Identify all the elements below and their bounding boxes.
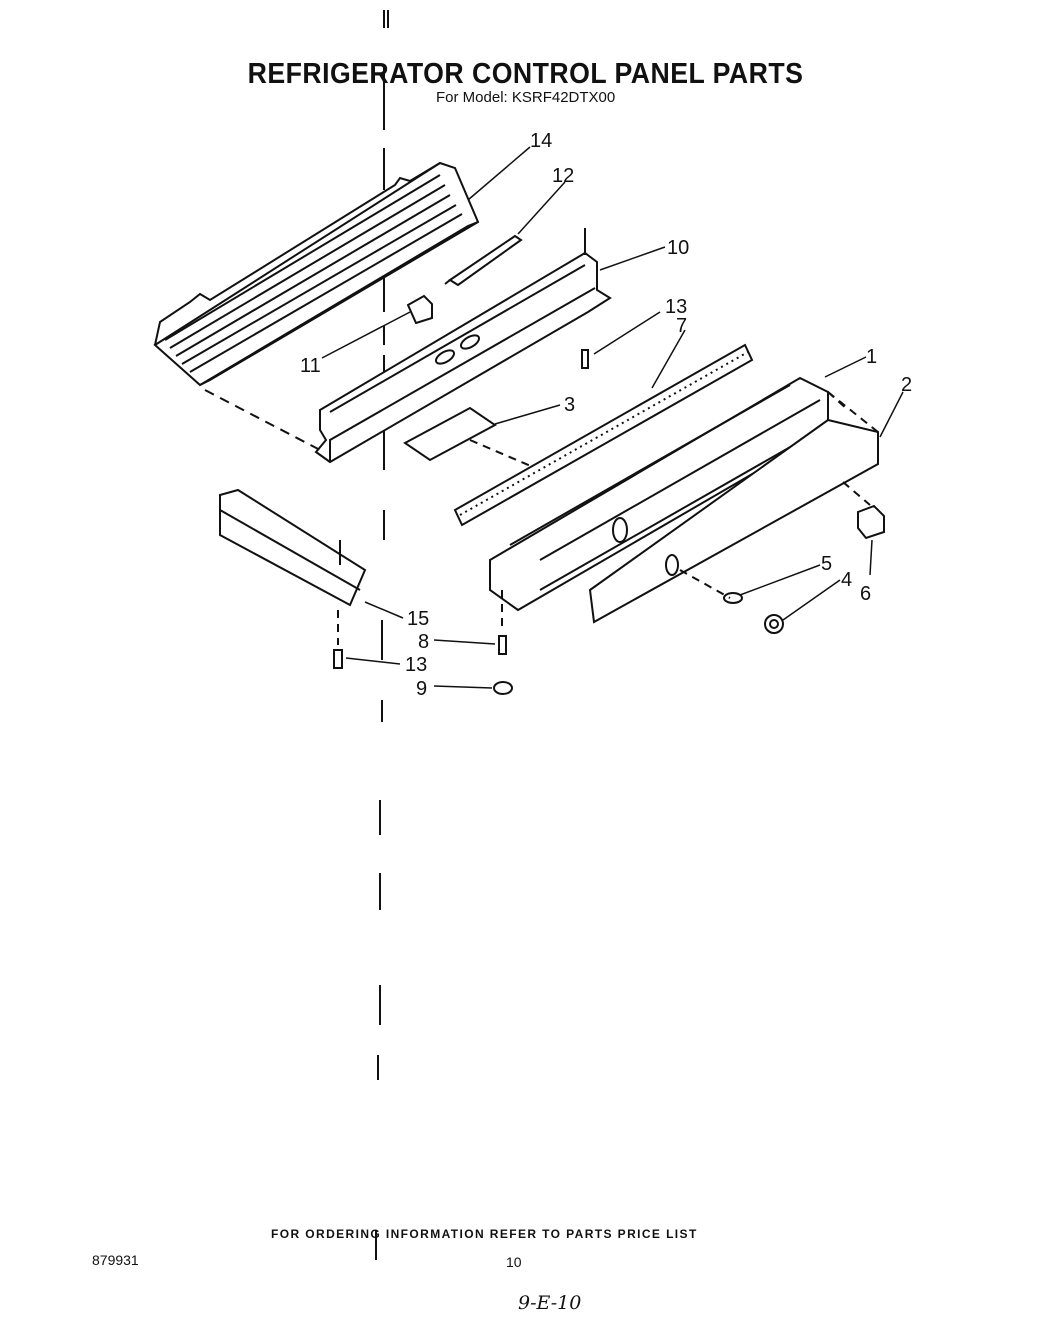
model-label: For Model: KSRF42DTX00 — [436, 89, 616, 106]
part-4-knob — [764, 614, 784, 634]
part-13-screw-lower — [333, 649, 343, 669]
page-number: 10 — [506, 1254, 522, 1270]
callout-1: 1 — [866, 346, 877, 368]
part-3-plate — [403, 406, 541, 471]
callout-2: 2 — [901, 374, 912, 396]
part-2-face — [588, 391, 879, 624]
part-14-top-trim — [153, 161, 480, 387]
part-15-lower-trim — [219, 488, 367, 607]
part-10-bracket — [314, 228, 612, 464]
part-13-screw-upper — [581, 349, 589, 369]
callout-13-lower: 13 — [405, 654, 427, 676]
leader-lines — [321, 146, 904, 689]
handwritten-note: 9-E-10 — [518, 1292, 582, 1314]
callout-5: 5 — [821, 553, 832, 575]
part-11-clip — [406, 294, 433, 325]
page-title: REFRIGERATOR CONTROL PANEL PARTS — [247, 58, 804, 90]
callout-3: 3 — [564, 394, 575, 416]
part-8-screw — [498, 635, 507, 655]
ordering-note: FOR ORDERING INFORMATION REFER TO PARTS … — [271, 1227, 698, 1241]
callout-6: 6 — [860, 583, 871, 605]
part-5-lamp — [723, 592, 743, 604]
part-7-strip — [453, 343, 754, 527]
callout-9: 9 — [416, 678, 427, 700]
callout-4: 4 — [841, 569, 852, 591]
callout-14: 14 — [530, 130, 552, 152]
part-9-nut — [493, 681, 513, 695]
callout-13-upper: 13 — [665, 296, 687, 318]
callout-labels: 14 12 10 13 7 1 2 11 3 5 4 6 15 8 13 9 — [300, 130, 912, 700]
part-6-switch — [842, 481, 885, 540]
callout-12: 12 — [552, 165, 574, 187]
callout-15: 15 — [407, 608, 429, 630]
callout-7: 7 — [676, 315, 687, 337]
callout-8: 8 — [418, 631, 429, 653]
callout-10: 10 — [667, 237, 689, 259]
part-12-sensor — [444, 234, 523, 287]
document-number: 879931 — [92, 1252, 139, 1268]
callout-11: 11 — [300, 355, 321, 377]
